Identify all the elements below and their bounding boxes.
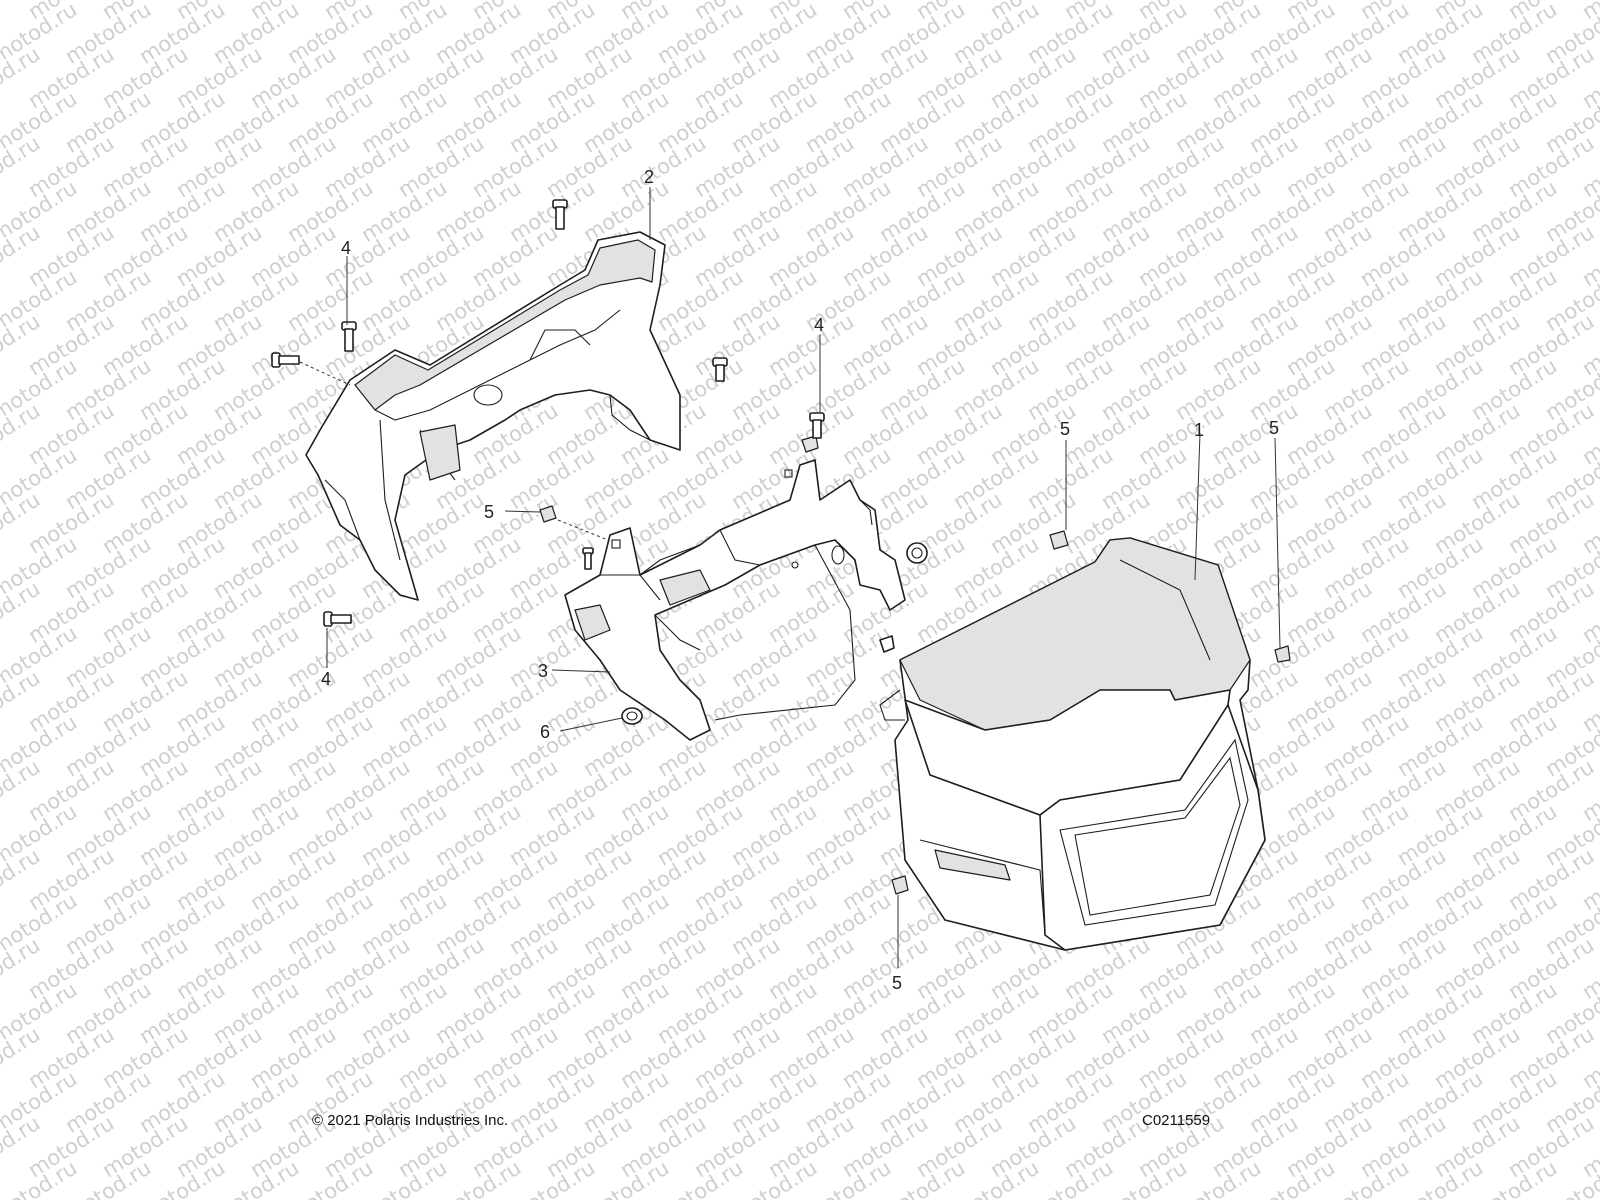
callout-4-center: 4 xyxy=(814,315,824,335)
bolt-bottom-left xyxy=(323,611,352,627)
part-1-headlight xyxy=(879,537,1266,951)
callout-labels: 2 4 4 4 5 5 5 5 1 3 6 xyxy=(321,167,1279,993)
callout-5-left: 5 xyxy=(484,502,494,522)
speed-nut-bottom xyxy=(891,875,909,895)
callout-4-top-left: 4 xyxy=(341,238,351,258)
bolt-right-inner xyxy=(712,357,728,382)
bolt-top-center xyxy=(552,199,568,230)
copyright-notice: © 2021 Polaris Industries Inc. xyxy=(312,1112,509,1129)
grommet-6-upper xyxy=(906,542,928,564)
callout-5-upper: 5 xyxy=(1060,419,1070,439)
part-2-upper-housing xyxy=(271,199,728,627)
speed-nut-far-right xyxy=(1274,645,1291,663)
grommet-6-lower xyxy=(621,707,643,725)
bolt-left-side xyxy=(271,352,300,368)
callout-1: 1 xyxy=(1194,420,1204,440)
callout-leaders xyxy=(326,187,1281,968)
bolt-left-upper xyxy=(341,321,357,352)
callout-2: 2 xyxy=(644,167,654,187)
callout-3: 3 xyxy=(538,661,548,681)
speed-nut-upper-right xyxy=(1049,530,1069,550)
part-3-bracket xyxy=(564,459,906,741)
callout-4-bottom-left: 4 xyxy=(321,669,331,689)
speed-nut-center xyxy=(801,435,819,453)
callout-5-bottom: 5 xyxy=(892,973,902,993)
figure-id: C0211559 xyxy=(1142,1112,1211,1129)
callout-6: 6 xyxy=(540,722,550,742)
clip-bracket-lower xyxy=(879,635,895,653)
bolt-center-right xyxy=(809,412,825,439)
speed-nut-left xyxy=(539,505,609,541)
fastener-bracket-left xyxy=(582,547,594,570)
callout-5-right: 5 xyxy=(1269,418,1279,438)
